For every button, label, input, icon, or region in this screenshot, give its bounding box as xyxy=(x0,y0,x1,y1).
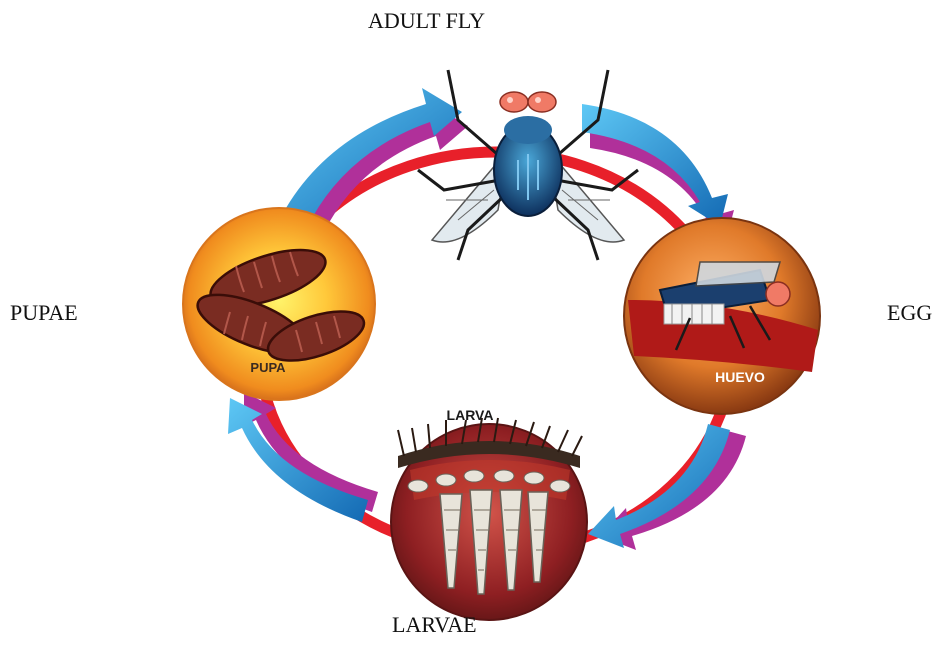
label-egg: EGG xyxy=(887,300,932,326)
egg-stage: HUEVO xyxy=(624,218,820,414)
pupa-stage: PUPA xyxy=(183,208,375,400)
fly-icon xyxy=(418,70,638,260)
label-pupae: PUPAE xyxy=(10,300,78,326)
arrow-larva-to-pupa xyxy=(228,392,378,522)
egg-caption: HUEVO xyxy=(715,369,765,385)
label-adult-fly: ADULT FLY xyxy=(368,8,485,34)
larva-caption: LARVA xyxy=(447,407,494,423)
label-larvae: LARVAE xyxy=(392,612,477,638)
pupa-caption: PUPA xyxy=(250,360,286,375)
larva-stage: LARVA xyxy=(391,407,587,620)
